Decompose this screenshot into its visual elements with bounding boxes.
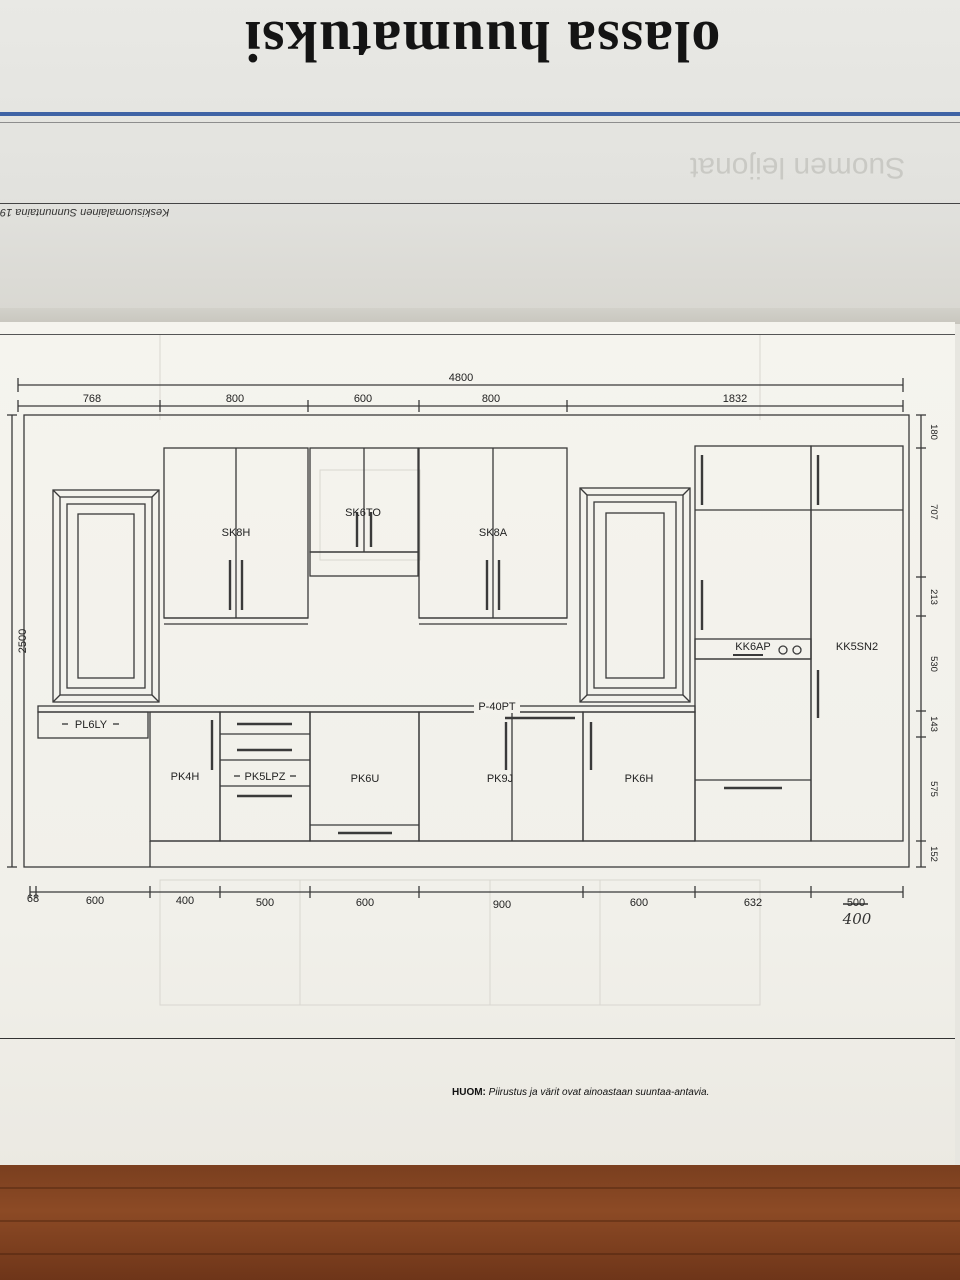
label-pk5lpz: PK5LPZ xyxy=(245,771,286,783)
dim-bottom-4: 500 xyxy=(256,897,274,909)
dim-left-height: 2500 xyxy=(17,629,29,653)
label-pk6u: PK6U xyxy=(351,773,380,785)
note-text: Piirustus ja värit ovat ainoastaan suunt… xyxy=(488,1087,710,1098)
dim-right-4: 530 xyxy=(928,656,939,672)
dim-top-3: 600 xyxy=(354,393,372,405)
newspaper-rule xyxy=(0,122,960,123)
wood-grain xyxy=(0,1220,960,1222)
wall-cabinet-sk6to xyxy=(309,447,419,577)
drawing-sheet xyxy=(0,322,955,1172)
dim-right-1: 180 xyxy=(928,424,939,440)
disclaimer-note: HUOM: Piirustus ja värit ovat ainoastaan… xyxy=(452,1087,709,1098)
dim-right-6: 575 xyxy=(928,781,939,797)
wood-grain xyxy=(0,1187,960,1189)
wall-cabinet-sk8h xyxy=(163,447,309,625)
label-sk8a: SK8A xyxy=(479,527,508,539)
wooden-table xyxy=(0,1165,960,1280)
wood-grain xyxy=(0,1253,960,1255)
label-pl6ly: PL6LY xyxy=(75,719,108,731)
worktop-p40pt xyxy=(37,705,696,739)
label-pk6h: PK6H xyxy=(625,773,654,785)
newspaper-edge xyxy=(0,308,960,324)
dim-bottom-3: 400 xyxy=(176,895,194,907)
note-label: HUOM: xyxy=(452,1087,486,1098)
dim-top-5: 1832 xyxy=(723,393,747,405)
label-sk6to: SK6TO xyxy=(345,507,381,519)
dim-bottom-handwritten: 400 xyxy=(842,910,872,928)
dim-top-1: 768 xyxy=(83,393,101,405)
label-pk4h: PK4H xyxy=(171,771,200,783)
dim-right-3: 213 xyxy=(928,589,939,605)
dim-bottom-8: 632 xyxy=(744,897,762,909)
sheet-bottom-rule xyxy=(0,1038,955,1039)
dim-top-4: 800 xyxy=(482,393,500,405)
newspaper-blue-rule xyxy=(0,112,960,116)
dim-top-total: 4800 xyxy=(449,372,473,384)
dim-bottom-9-crossed: 500 xyxy=(847,897,865,909)
tall-unit-kk5sn2 xyxy=(810,445,904,842)
dim-right-5: 143 xyxy=(928,716,939,732)
label-pk9j: PK9J xyxy=(487,773,513,785)
tall-unit-kk6ap xyxy=(694,445,812,842)
dim-right-2: 707 xyxy=(928,504,939,520)
label-kk6ap: KK6AP xyxy=(735,641,770,653)
label-sk8h: SK8H xyxy=(222,527,251,539)
window-right xyxy=(579,487,691,703)
sheet-top-rule xyxy=(0,334,955,335)
window-left xyxy=(52,489,160,703)
dim-bottom-6: 900 xyxy=(493,899,511,911)
bleed-through-lines xyxy=(159,335,761,1006)
dim-bottom-2: 600 xyxy=(86,895,104,907)
label-p40pt: P-40PT xyxy=(478,701,516,713)
dim-bottom-7: 600 xyxy=(630,897,648,909)
wall-cabinet-sk8a xyxy=(418,447,568,625)
dim-bottom-1: 68 xyxy=(27,893,39,905)
wall-outline xyxy=(23,414,910,868)
label-kk5sn2: KK5SN2 xyxy=(836,641,878,653)
newspaper-rule-dark xyxy=(0,203,960,204)
dim-right-7: 152 xyxy=(928,846,939,862)
newspaper-strip: olassa huumatuksi Suomen leijonat Keskis… xyxy=(0,0,960,324)
dim-top-2: 800 xyxy=(226,393,244,405)
dim-bottom-5: 600 xyxy=(356,897,374,909)
